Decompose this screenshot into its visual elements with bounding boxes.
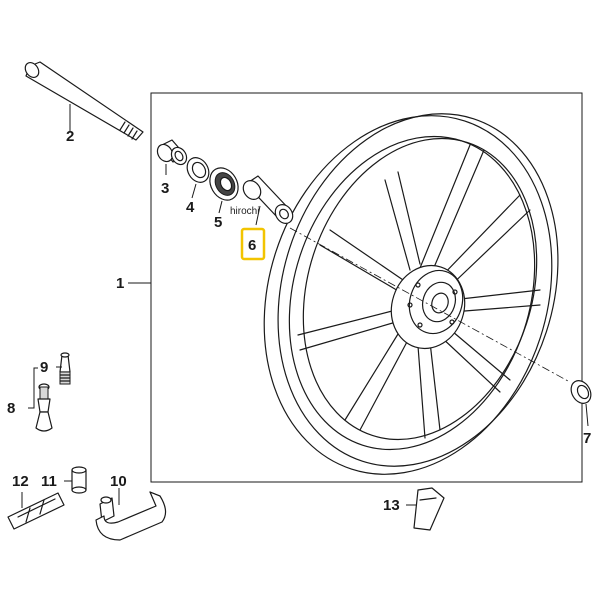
wheel-spokes bbox=[297, 144, 541, 439]
callout-12: 12 bbox=[12, 473, 29, 490]
callout-4: 4 bbox=[186, 199, 195, 216]
callout-1: 1 bbox=[116, 275, 124, 292]
valve-cap bbox=[71, 466, 87, 494]
seal-ring bbox=[186, 157, 210, 183]
watermark-text: hirochi bbox=[230, 206, 259, 217]
distance-tube bbox=[242, 175, 294, 224]
spacer-sleeve bbox=[156, 139, 188, 166]
tire-valve bbox=[35, 383, 53, 432]
callout-13: 13 bbox=[383, 497, 400, 514]
callout-10: 10 bbox=[110, 473, 127, 490]
callout-9: 9 bbox=[40, 359, 48, 376]
axle-shaft bbox=[24, 61, 144, 141]
callout-6: 6 bbox=[248, 237, 256, 254]
axle-centerline bbox=[289, 227, 569, 382]
callout-11: 11 bbox=[41, 473, 57, 490]
callout-2: 2 bbox=[66, 128, 74, 145]
rim-tape-piece bbox=[413, 487, 445, 531]
assembly-frame bbox=[150, 92, 583, 483]
callout-3: 3 bbox=[161, 180, 169, 197]
callout-7: 7 bbox=[583, 430, 591, 447]
callout-8: 8 bbox=[7, 400, 15, 417]
callout-5: 5 bbox=[214, 214, 222, 231]
balance-weight bbox=[7, 492, 65, 530]
hub-cap bbox=[570, 380, 592, 404]
wheel-hub bbox=[390, 264, 466, 350]
valve-core bbox=[59, 352, 71, 385]
angled-valve bbox=[95, 491, 167, 541]
callout-6-highlight bbox=[240, 227, 266, 261]
wheel-bearing bbox=[209, 167, 239, 201]
wheel-rim bbox=[263, 113, 559, 475]
